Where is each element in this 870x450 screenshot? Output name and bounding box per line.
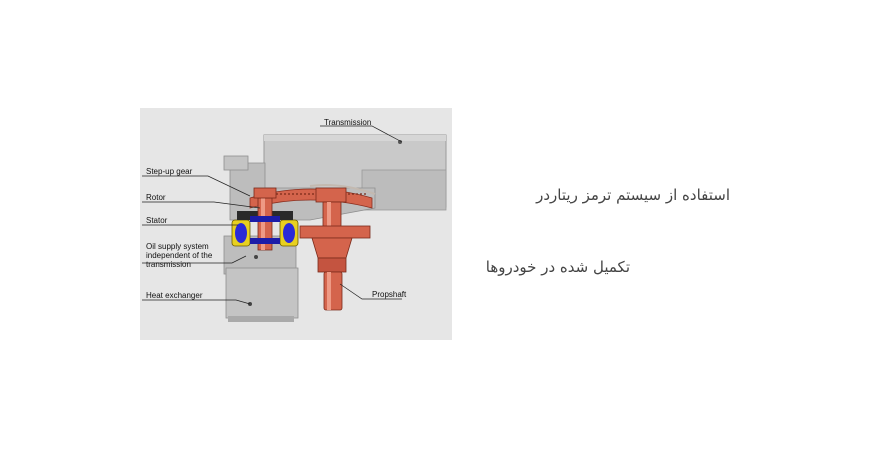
leader-lines	[142, 125, 403, 305]
label-oil-supply: Oil supply system independent of the tra…	[146, 242, 213, 269]
label-heat-exchanger: Heat exchanger	[146, 291, 203, 300]
label-rotor: Rotor	[146, 193, 166, 202]
label-transmission: Transmission	[324, 118, 372, 127]
propshaft	[299, 187, 371, 311]
caption-line-2: تکمیل شده در خودروها	[485, 258, 630, 276]
label-propshaft: Propshaft	[372, 290, 407, 299]
retarder-diagram: Transmission Step-up gear Rotor Stator O…	[140, 108, 452, 340]
retarder-illustration	[140, 108, 452, 340]
rotor	[250, 187, 280, 251]
label-stator: Stator	[146, 216, 168, 225]
caption-line-1: استفاده از سیستم ترمز ریتاردر	[536, 186, 730, 204]
label-step-up-gear: Step-up gear	[146, 167, 193, 176]
